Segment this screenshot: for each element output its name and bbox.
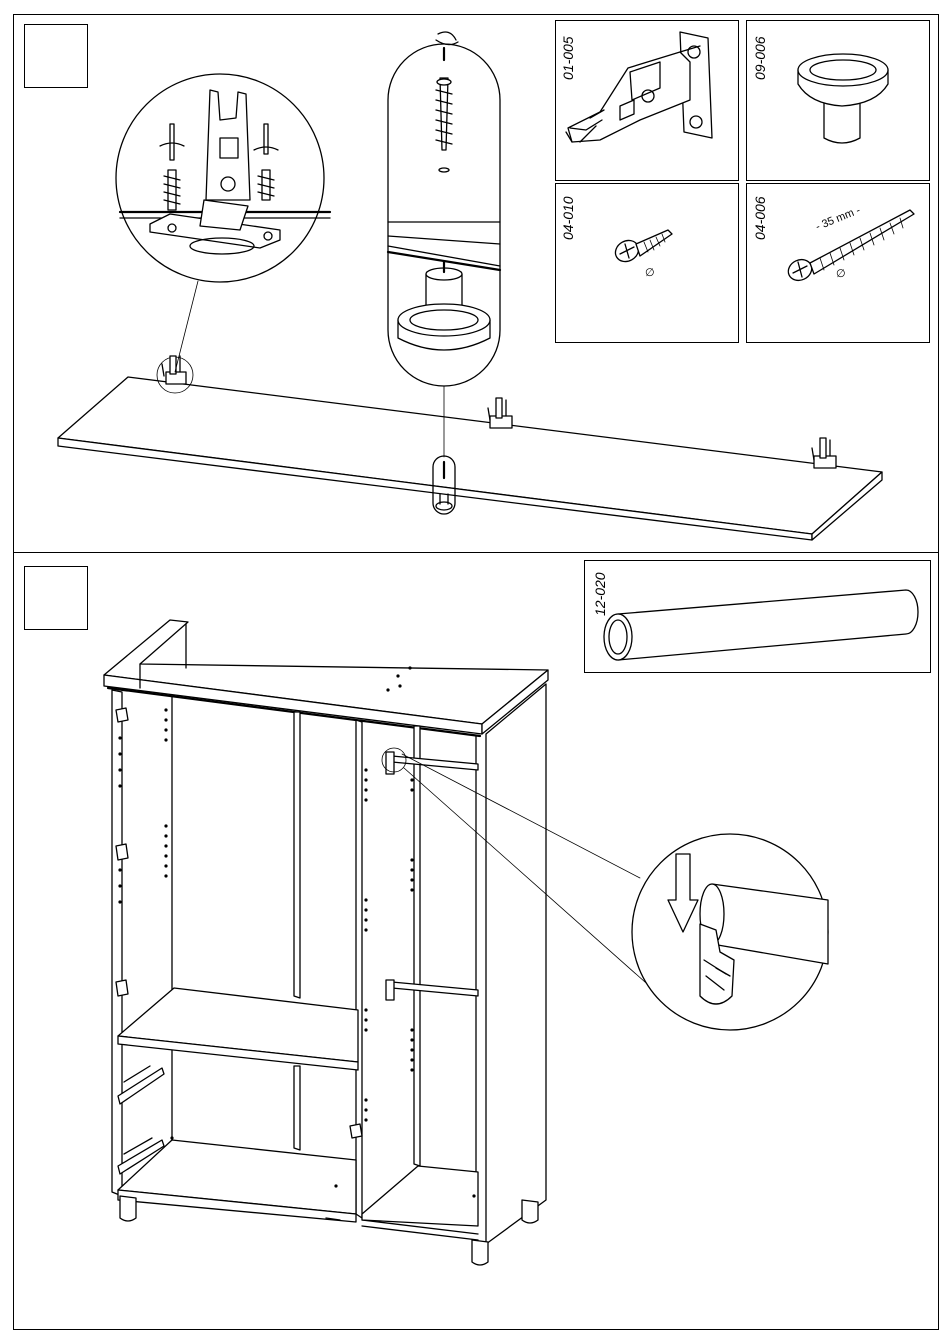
board-hinge-middle — [488, 398, 512, 428]
rail-icon — [604, 590, 918, 660]
hinge-detail-circle — [116, 74, 330, 282]
top-board — [58, 377, 882, 540]
leader-line-hinge — [175, 281, 198, 372]
foot-detail-capsule — [388, 32, 500, 386]
board-hinge-right — [812, 438, 836, 468]
hinge-icon — [566, 32, 712, 142]
knob-icon — [798, 54, 888, 143]
wardrobe-carcass — [104, 620, 548, 1265]
rail-detail-circle — [632, 834, 828, 1030]
screw-icon — [612, 230, 672, 266]
long-screw-icon — [785, 210, 914, 284]
